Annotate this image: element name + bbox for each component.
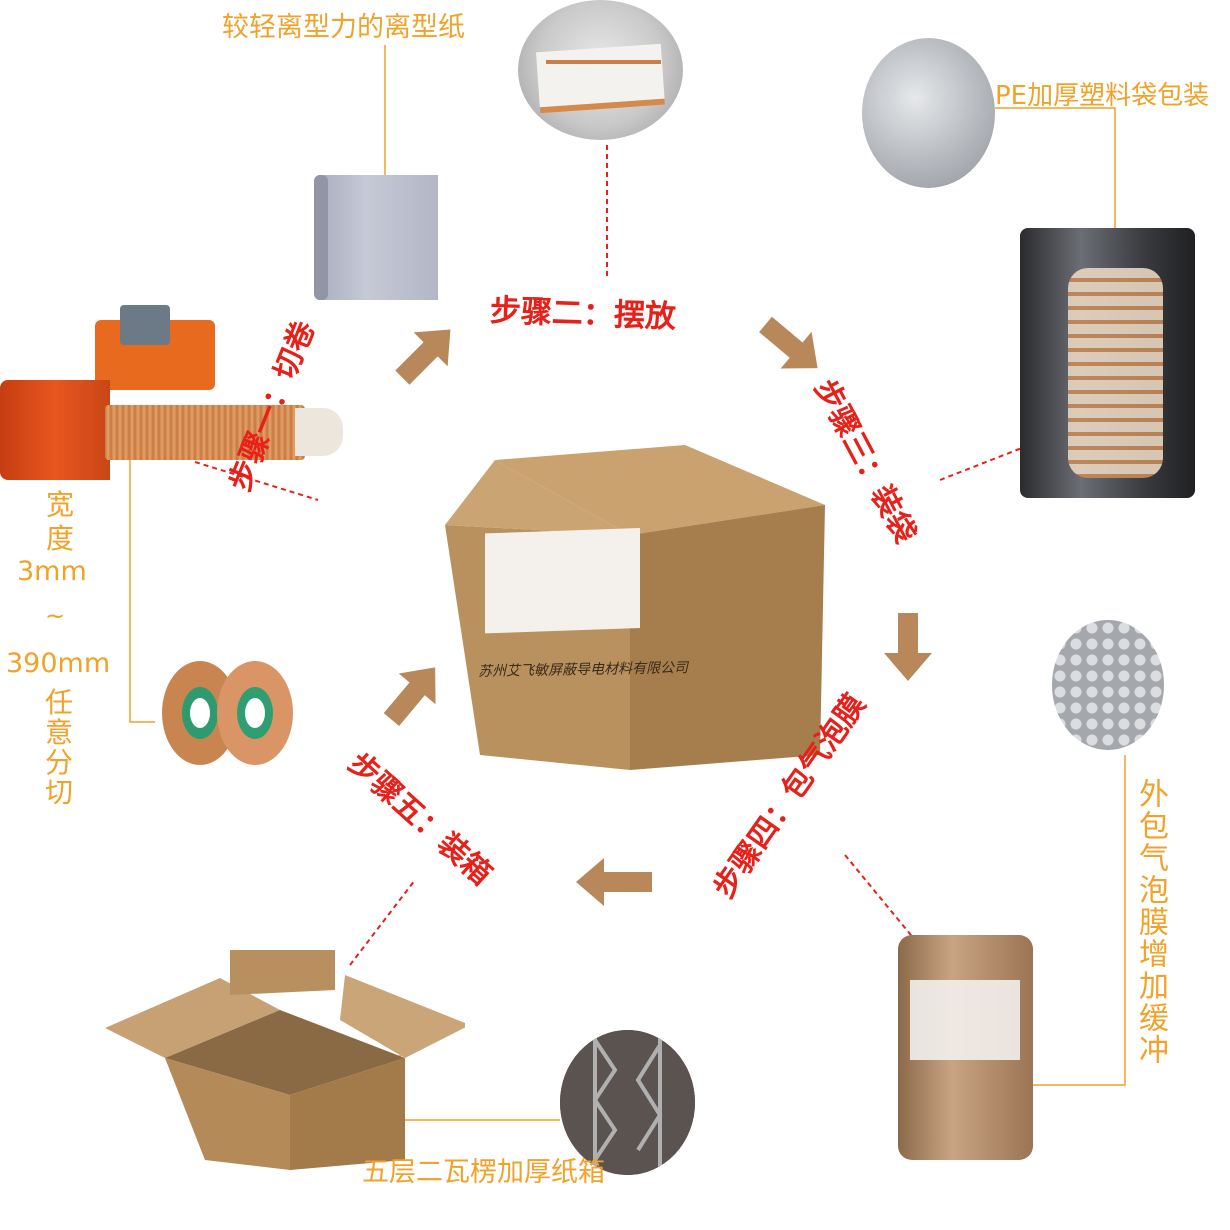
bubble-wrapped-roll-photo — [898, 935, 1033, 1160]
dash-step4 — [844, 854, 916, 941]
width-min-label: 3mm — [17, 556, 87, 587]
width-tilde-label: ~ — [45, 602, 66, 630]
bubble-film-photo — [1052, 620, 1164, 750]
carton-label: 五层二瓦楞加厚纸箱 — [362, 1157, 605, 1188]
arrow-2-3 — [759, 316, 818, 369]
copper-tape-photo — [155, 658, 295, 768]
arrow-1-2 — [395, 329, 451, 385]
bubble-film-label: 外包气泡膜增加缓冲 — [1133, 778, 1168, 1066]
width-leader — [129, 460, 155, 723]
center-box-photo — [440, 435, 830, 770]
bubble-film-leader — [1030, 755, 1126, 1086]
slitting-machine-photo — [0, 305, 345, 485]
release-paper-label: 较轻离型力的离型纸 — [222, 12, 465, 43]
corrugated-section-photo — [560, 1030, 695, 1175]
dash-step1 — [194, 461, 319, 501]
box-company-text: 苏州艾飞敏屏蔽导电材料有限公司 — [477, 660, 689, 680]
pe-bag-photo — [862, 38, 995, 188]
width-prefix-label: 宽度 — [45, 488, 74, 555]
arrow-4-5 — [576, 858, 652, 906]
step2-label: 步骤二：摆放 — [489, 292, 677, 336]
release-paper-photo — [518, 0, 683, 140]
open-carton-photo — [105, 950, 470, 1170]
bagged-rolls-photo — [1020, 228, 1195, 498]
arrow-5-box — [383, 667, 436, 726]
width-suffix-label: 任意分切 — [44, 686, 73, 809]
grey-film-photo — [314, 175, 438, 300]
pe-bag-leader — [995, 107, 1116, 235]
arrow-3-4 — [884, 613, 932, 681]
width-max-label: 390mm — [6, 648, 111, 679]
pe-bag-label: PE加厚塑料袋包装 — [995, 81, 1210, 111]
